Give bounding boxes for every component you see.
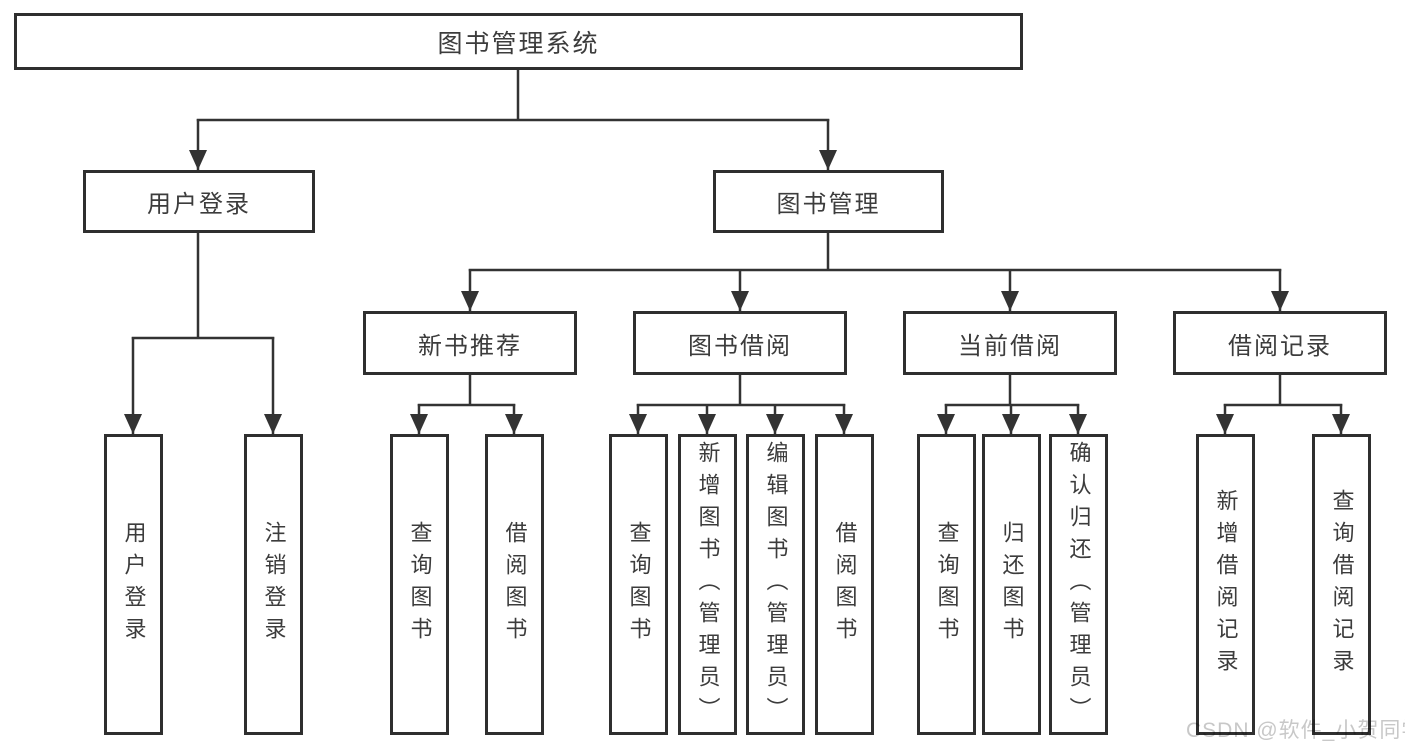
node-book-borrow-label: 图书借阅 <box>688 332 792 360</box>
node-current-borrow: 当前借阅 <box>903 311 1117 375</box>
leaf-borrow-add-book-admin-label: 新增图书（管理员） <box>695 440 721 729</box>
node-root: 图书管理系统 <box>14 13 1023 70</box>
leaf-records-add-record-label: 新增借阅记录 <box>1213 488 1239 681</box>
leaf-logout-label: 注销登录 <box>261 520 287 649</box>
leaf-records-query-record-label: 查询借阅记录 <box>1329 488 1355 681</box>
node-new-book-recommend: 新书推荐 <box>363 311 577 375</box>
leaf-current-confirm-return-admin: 确认归还（管理员） <box>1049 434 1108 735</box>
leaf-borrow-add-book-admin: 新增图书（管理员） <box>678 434 737 735</box>
node-book-borrow: 图书借阅 <box>633 311 847 375</box>
node-user-login: 用户登录 <box>83 170 315 233</box>
leaf-user-login: 用户登录 <box>104 434 163 735</box>
node-root-label: 图书管理系统 <box>437 29 600 58</box>
node-new-book-recommend-label: 新书推荐 <box>418 332 522 360</box>
node-current-borrow-label: 当前借阅 <box>958 332 1062 360</box>
leaf-user-login-label: 用户登录 <box>121 520 147 649</box>
leaf-recommend-borrow-books: 借阅图书 <box>485 434 544 735</box>
node-user-login-label: 用户登录 <box>147 191 251 218</box>
csdn-watermark: CSDN @软件_小贺同学 <box>1186 719 1405 742</box>
leaf-borrow-edit-book-admin: 编辑图书（管理员） <box>746 434 805 735</box>
leaf-borrow-query-books-label: 查询图书 <box>626 520 652 649</box>
leaf-records-query-record: 查询借阅记录 <box>1312 434 1371 735</box>
node-borrow-records: 借阅记录 <box>1173 311 1387 375</box>
leaf-records-add-record: 新增借阅记录 <box>1196 434 1255 735</box>
node-book-management-label: 图书管理 <box>776 191 881 218</box>
leaf-current-return-books-label: 归还图书 <box>999 520 1025 649</box>
leaf-borrow-query-books: 查询图书 <box>609 434 668 735</box>
leaf-recommend-query-books-label: 查询图书 <box>407 520 433 649</box>
leaf-current-confirm-return-admin-label: 确认归还（管理员） <box>1066 440 1092 729</box>
leaf-borrow-edit-book-admin-label: 编辑图书（管理员） <box>763 440 789 729</box>
leaf-current-query-books: 查询图书 <box>917 434 976 735</box>
node-book-management: 图书管理 <box>713 170 944 233</box>
leaf-logout: 注销登录 <box>244 434 303 735</box>
leaf-current-query-books-label: 查询图书 <box>934 520 960 649</box>
node-borrow-records-label: 借阅记录 <box>1228 332 1332 360</box>
leaf-borrow-borrow-books: 借阅图书 <box>815 434 874 735</box>
leaf-recommend-borrow-books-label: 借阅图书 <box>502 520 528 649</box>
leaf-borrow-borrow-books-label: 借阅图书 <box>832 520 858 649</box>
leaf-current-return-books: 归还图书 <box>982 434 1041 735</box>
leaf-recommend-query-books: 查询图书 <box>390 434 449 735</box>
